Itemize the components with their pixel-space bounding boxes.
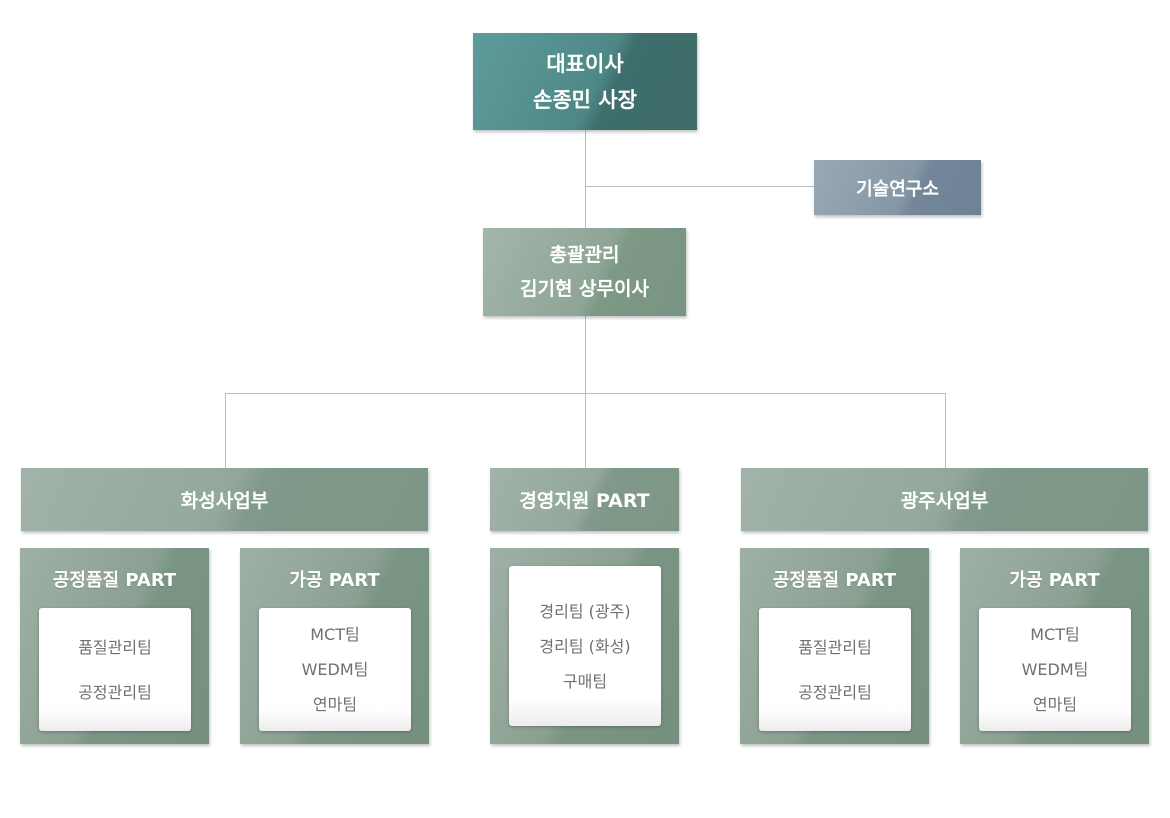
- ceo-node: 대표이사 손종민 사장: [473, 33, 697, 130]
- general-management-name: 김기현 상무이사: [520, 278, 649, 300]
- connector-ceo-to-gm: [585, 130, 586, 228]
- part-hwaseong-machining-teams: MCT팀 WEDM팀 연마팀: [259, 608, 411, 731]
- division-gwangju-label: 광주사업부: [900, 490, 989, 512]
- division-management-support: 경영지원 PART: [490, 468, 679, 531]
- part-gwangju-machining-title: 가공 PART: [1009, 570, 1100, 591]
- part-gwangju-machining-teams: MCT팀 WEDM팀 연마팀: [979, 608, 1131, 731]
- team-item: 경리팀 (화성): [539, 636, 631, 656]
- team-item: WEDM팀: [301, 660, 369, 679]
- part-gwangju-quality-teams: 품질관리팀 공정관리팀: [759, 608, 911, 731]
- part-hwaseong-quality-title: 공정품질 PART: [52, 570, 177, 591]
- connector-to-lab: [585, 186, 814, 187]
- team-item: MCT팀: [310, 625, 360, 644]
- team-item: MCT팀: [1030, 625, 1080, 644]
- division-management-support-label: 경영지원 PART: [519, 490, 650, 512]
- connector-to-gwangju: [945, 393, 946, 468]
- team-item: 경리팀 (광주): [539, 601, 631, 621]
- general-management-title: 총괄관리: [549, 244, 620, 266]
- ceo-name: 손종민 사장: [533, 87, 637, 112]
- team-item: 품질관리팀: [798, 637, 872, 657]
- part-gwangju-quality-title: 공정품질 PART: [772, 570, 897, 591]
- ceo-title: 대표이사: [546, 51, 624, 76]
- division-hwaseong: 화성사업부: [21, 468, 428, 531]
- team-item: 구매팀: [562, 671, 608, 691]
- team-item: 연마팀: [312, 695, 358, 714]
- team-item: 품질관리팀: [78, 637, 152, 657]
- rnd-lab-label: 기술연구소: [856, 178, 939, 200]
- part-hwaseong-machining-title: 가공 PART: [289, 570, 380, 591]
- division-hwaseong-label: 화성사업부: [180, 490, 269, 512]
- team-item: WEDM팀: [1021, 660, 1089, 679]
- connector-horizontal-bus: [225, 393, 946, 394]
- connector-to-hwaseong: [225, 393, 226, 468]
- connector-gm-down: [585, 316, 586, 468]
- team-item: 공정관리팀: [798, 682, 872, 702]
- part-hwaseong-quality-teams: 품질관리팀 공정관리팀: [39, 608, 191, 731]
- part-management-support-teams: 경리팀 (광주) 경리팀 (화성) 구매팀: [509, 566, 661, 726]
- rnd-lab-node: 기술연구소: [814, 160, 981, 215]
- division-gwangju: 광주사업부: [741, 468, 1148, 531]
- general-management-node: 총괄관리 김기현 상무이사: [483, 228, 686, 316]
- team-item: 공정관리팀: [78, 682, 152, 702]
- team-item: 연마팀: [1032, 695, 1078, 714]
